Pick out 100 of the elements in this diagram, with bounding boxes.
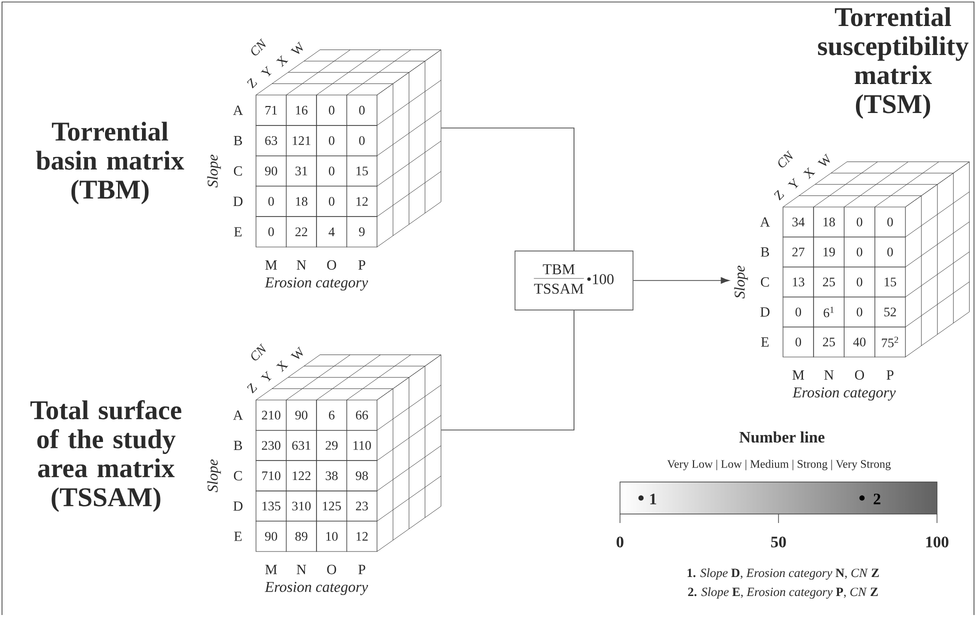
arrow	[632, 277, 730, 284]
matrix-cell: 38	[316, 460, 348, 492]
marker-number: 1	[650, 494, 656, 504]
matrix-cell: 0	[782, 326, 814, 358]
matrix-cell: 0	[316, 186, 348, 217]
matrix-cell: 310	[286, 490, 317, 522]
layer-letter: W	[290, 42, 303, 54]
matrix-title: Total surface of the study area matrix (TSSAM)	[30, 400, 182, 512]
row-letter: D	[760, 307, 770, 317]
row-letter: C	[760, 277, 769, 287]
matrix-cell: 0	[844, 206, 876, 238]
column-letter: P	[358, 564, 366, 574]
matrix-cell: 0	[844, 266, 876, 298]
row-letter: A	[233, 106, 243, 115]
matrix-cell: 63	[256, 125, 287, 156]
layer-letter: Z	[774, 190, 784, 200]
tick-label: 0	[616, 536, 624, 548]
column-letter: O	[327, 260, 336, 270]
matrix-cell: 75$^{2}$	[874, 326, 906, 358]
tick-label: 100	[926, 536, 948, 548]
matrix-cell: 27	[782, 236, 814, 268]
tick-label: 50	[771, 536, 786, 548]
column-letter: N	[296, 564, 306, 574]
row-letter: B	[760, 247, 769, 257]
matrix-cell: 12	[346, 520, 378, 552]
matrix-cell: 631	[286, 430, 317, 461]
column-letter: M	[792, 370, 804, 380]
scale-labels: Very Low | Low | Medium | Strong | Very Strong	[667, 460, 891, 470]
row-letter: D	[233, 501, 242, 511]
axis-label: CN	[778, 150, 793, 168]
layer-letter: W	[818, 154, 830, 166]
matrix-cell: 15	[346, 156, 378, 186]
column-letter: P	[358, 260, 366, 270]
matrix-cell: 40	[844, 326, 876, 358]
matrix-cell: 230	[256, 430, 287, 461]
layer-letter: X	[276, 360, 288, 372]
matrix-cell: 10	[316, 520, 348, 552]
column-letter: N	[296, 260, 306, 270]
row-letter: B	[234, 136, 242, 146]
matrix-cell: 18	[286, 186, 317, 217]
matrix-cell: 0	[844, 296, 876, 328]
matrix-cell: 6	[316, 400, 348, 431]
row-letter: B	[234, 440, 242, 450]
matrix-cell: 125	[316, 490, 348, 522]
matrix-cell: 90	[256, 520, 287, 552]
column-letter: P	[886, 370, 894, 380]
layer-letter: Y	[260, 66, 272, 76]
matrix-cell: 15	[874, 266, 906, 298]
matrix-cell: 22	[286, 216, 317, 248]
matrix-cell: 0	[316, 94, 348, 126]
layer-letter: X	[276, 55, 288, 68]
matrix-cell: 89	[286, 520, 317, 552]
row-letter: C	[234, 471, 242, 480]
matrix-cell: 0	[874, 206, 906, 238]
matrix-cell: 210	[256, 400, 287, 431]
matrix-cell: 12	[346, 186, 378, 217]
matrix-cell: 110	[346, 430, 378, 461]
matrix-cell: 18	[813, 206, 844, 238]
column-letter: O	[855, 370, 864, 380]
marker-number: 2	[874, 494, 880, 504]
matrix-title: Torrential susceptibility matrix (TSM)	[818, 7, 968, 119]
matrix-cell: 0	[844, 236, 876, 268]
matrix-cell: 0	[256, 216, 287, 248]
matrix-cell: 135	[256, 490, 287, 522]
matrix-title: Torrential basin matrix (TBM)	[36, 122, 184, 204]
column-letter: M	[265, 260, 277, 270]
row-letter: D	[233, 196, 242, 206]
matrix-cell: 0	[346, 125, 378, 156]
matrix-cell: 0	[874, 236, 906, 268]
matrix-cell: 0	[316, 125, 348, 156]
connector-line	[440, 128, 574, 252]
row-letter: C	[234, 166, 242, 176]
matrix-cell: 71	[256, 94, 287, 126]
matrix-cell: 16	[286, 94, 317, 126]
axis-label: Slope	[207, 459, 221, 492]
column-letter: O	[327, 564, 336, 574]
connector-line	[440, 310, 574, 430]
matrix-cell: 0	[782, 296, 814, 328]
layer-letter: X	[803, 167, 816, 180]
column-letter: N	[824, 370, 834, 380]
layer-letter: Y	[260, 370, 272, 382]
matrix-cell: 0	[346, 94, 378, 126]
axis-label: Erosion category	[792, 387, 896, 401]
row-letter: E	[234, 227, 242, 236]
matrix-cell: 34	[782, 206, 814, 238]
footnote: 2. Slope E, Erosion category P, CN Z	[688, 587, 878, 599]
formula-box: TBM TSSAM •100	[514, 250, 634, 310]
row-letter: E	[234, 532, 242, 541]
matrix-cell: 23	[346, 490, 378, 522]
matrix-cell: 52	[874, 296, 906, 328]
matrix-cell: 0	[316, 156, 348, 186]
matrix-cell: 31	[286, 156, 317, 186]
row-letter: A	[760, 217, 770, 227]
matrix-cell: 13	[782, 266, 814, 298]
axis-label: CN	[251, 38, 266, 56]
row-letter: E	[761, 337, 769, 347]
row-letter: A	[233, 410, 243, 420]
legend-title: Number line	[739, 431, 824, 443]
column-letter: M	[265, 564, 277, 574]
matrix-cell: 90	[286, 400, 317, 431]
